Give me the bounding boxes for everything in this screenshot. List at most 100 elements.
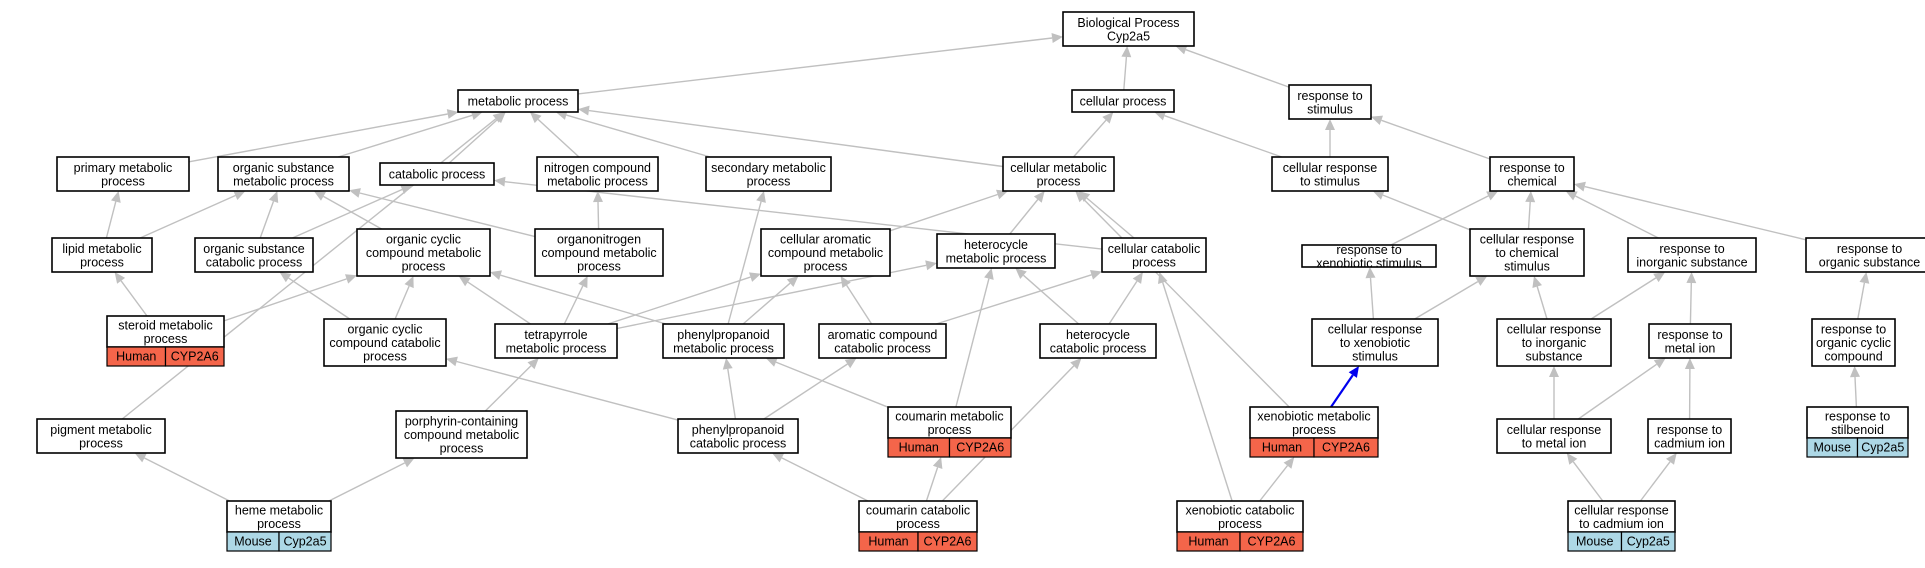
- node-box: [36, 418, 166, 454]
- edge-crtcs-to-crs: [1372, 190, 1471, 231]
- edge-accp-to-ccp: [935, 270, 1102, 325]
- node-label-line: process: [928, 423, 972, 437]
- node-label-line: cellular catabolic: [1108, 242, 1200, 256]
- edge-rtc-to-rts: [1371, 115, 1491, 160]
- node-box: [323, 318, 447, 367]
- gene-tag-cell: [1313, 437, 1379, 458]
- edge-stmp-to-lmp: [114, 272, 148, 317]
- node-label-line: cellular metabolic: [1010, 161, 1107, 175]
- node-label-line: process: [1218, 517, 1262, 531]
- edge-arrowhead: [1121, 46, 1132, 58]
- node-label-line: process: [577, 260, 621, 274]
- node-box: [1271, 156, 1389, 192]
- node-box: [936, 233, 1056, 269]
- edge-tmp-to-occmp: [458, 276, 531, 325]
- edge-arrowhead: [756, 191, 766, 203]
- edge-arrowhead: [134, 453, 147, 463]
- edge-line: [1382, 194, 1471, 231]
- node-box: [457, 89, 579, 113]
- node-label-line: process: [1132, 255, 1176, 269]
- node-label-line: to metal ion: [1522, 436, 1587, 450]
- edge-line: [259, 201, 275, 239]
- edge-arrowhead: [527, 358, 539, 370]
- edge-line: [323, 195, 382, 230]
- edge-accp-to-cacmp: [840, 276, 873, 325]
- edge-line: [1123, 56, 1128, 91]
- node-label-line: to cadmium ion: [1579, 517, 1664, 531]
- go-term-node-cp[interactable]: cellular process: [1071, 89, 1175, 113]
- edge-arrowhead: [1566, 453, 1578, 465]
- edge-rts-to-bp: [1175, 45, 1290, 88]
- node-label-line: stilbenoid: [1831, 423, 1884, 437]
- edge-hemmp-to-pigmp: [134, 453, 230, 502]
- node-label-line: lipid metabolic: [62, 242, 141, 256]
- edge-xmp-to-cmp: [1075, 191, 1290, 408]
- go-term-node-catp[interactable]: catabolic process: [379, 162, 495, 186]
- node-label-line: compound metabolic: [768, 246, 883, 260]
- gene-label: Cyp2a5: [283, 535, 326, 549]
- edge-smp-to-mp: [555, 110, 711, 158]
- node-box: [217, 156, 350, 192]
- edge-osmp-to-mp: [337, 110, 483, 158]
- edge-crtci-to-crtmi: [1566, 453, 1604, 502]
- node-label-line: cadmium ion: [1654, 436, 1725, 450]
- node-box: [1496, 318, 1612, 367]
- edge-arrowhead: [1154, 110, 1167, 121]
- edge-hmp-to-cmp: [1009, 191, 1045, 235]
- edge-mp-to-bp: [577, 33, 1063, 95]
- edge-coucp-to-coump: [925, 457, 943, 502]
- edge-crtxs-to-crtcs: [1414, 276, 1488, 320]
- species-label: Human: [868, 535, 908, 549]
- edge-arrowhead: [492, 112, 505, 123]
- edge-line: [727, 201, 762, 325]
- edge-rtstil-to-rtocc: [1850, 366, 1860, 408]
- node-label-line: cellular response: [1328, 323, 1423, 337]
- edge-line: [846, 284, 873, 325]
- go-term-node-mp[interactable]: metabolic process: [457, 89, 579, 113]
- edge-line: [1369, 277, 1375, 320]
- node-box: [1647, 418, 1732, 454]
